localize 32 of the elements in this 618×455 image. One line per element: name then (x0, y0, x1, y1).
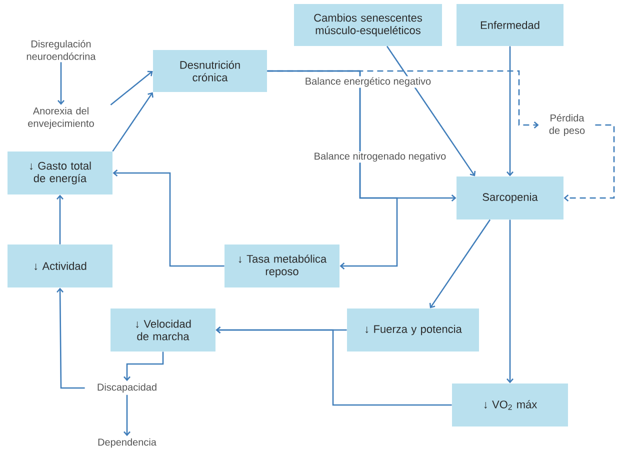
process-box: ↓ Tasa metabólica reposo (224, 244, 340, 288)
process-box: ↓ Fuerza y potencia (347, 308, 479, 352)
text-label: Discapacidad (98, 383, 156, 393)
arrow (506, 220, 514, 384)
arrow (564, 124, 615, 202)
text-label: Anorexia del envejecimiento (28, 107, 94, 129)
process-box: Enfermedad (456, 4, 564, 46)
arrow (429, 219, 491, 308)
arrow (110, 70, 153, 106)
arrow (124, 352, 164, 382)
process-box: Cambios senescentes músculo-esqueléticos (294, 4, 442, 46)
arrow (267, 70, 398, 270)
arrow (58, 62, 64, 105)
edge-label: Balance energético negativo (304, 76, 432, 88)
edge-label: Balance nitrogenado negativo (312, 151, 448, 163)
arrow (386, 46, 476, 176)
process-box: Desnutrición crónica (153, 50, 267, 92)
arrow (56, 194, 64, 244)
process-box: ↓ Actividad (8, 244, 112, 288)
arrow (124, 394, 130, 436)
text-label: Disregulación neuroendócrina (26, 40, 96, 60)
text-label: Dependencia (98, 438, 156, 448)
text-label: Pérdida de peso (549, 114, 585, 136)
process-box: ↓ Velocidad de marcha (110, 308, 216, 352)
process-box: ↓ VO$_{2}$ máx (452, 384, 568, 426)
arrow (216, 326, 452, 406)
process-box: Sarcopenia (456, 176, 564, 220)
process-box: ↓ Gasto total de energía (8, 152, 112, 194)
arrow (112, 170, 224, 267)
arrow (112, 92, 154, 152)
arrow (56, 288, 85, 389)
arrow (506, 46, 514, 176)
